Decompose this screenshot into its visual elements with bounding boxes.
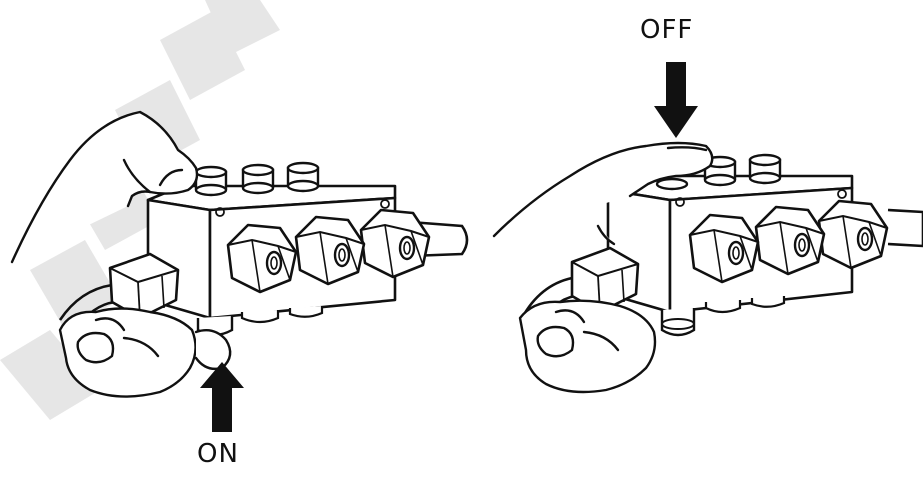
left-lower-hand — [58, 307, 232, 398]
on-label: ON — [197, 439, 239, 469]
on-arrow — [200, 362, 244, 432]
left-upper-hand — [10, 110, 199, 264]
right-right-pipe — [887, 208, 923, 248]
off-arrow — [654, 62, 698, 138]
right-valve-assembly — [520, 153, 923, 337]
left-valve-assembly — [58, 161, 469, 337]
right-upper-hand — [492, 141, 714, 246]
off-label: OFF — [640, 15, 694, 45]
right-lower-hand — [518, 299, 657, 394]
